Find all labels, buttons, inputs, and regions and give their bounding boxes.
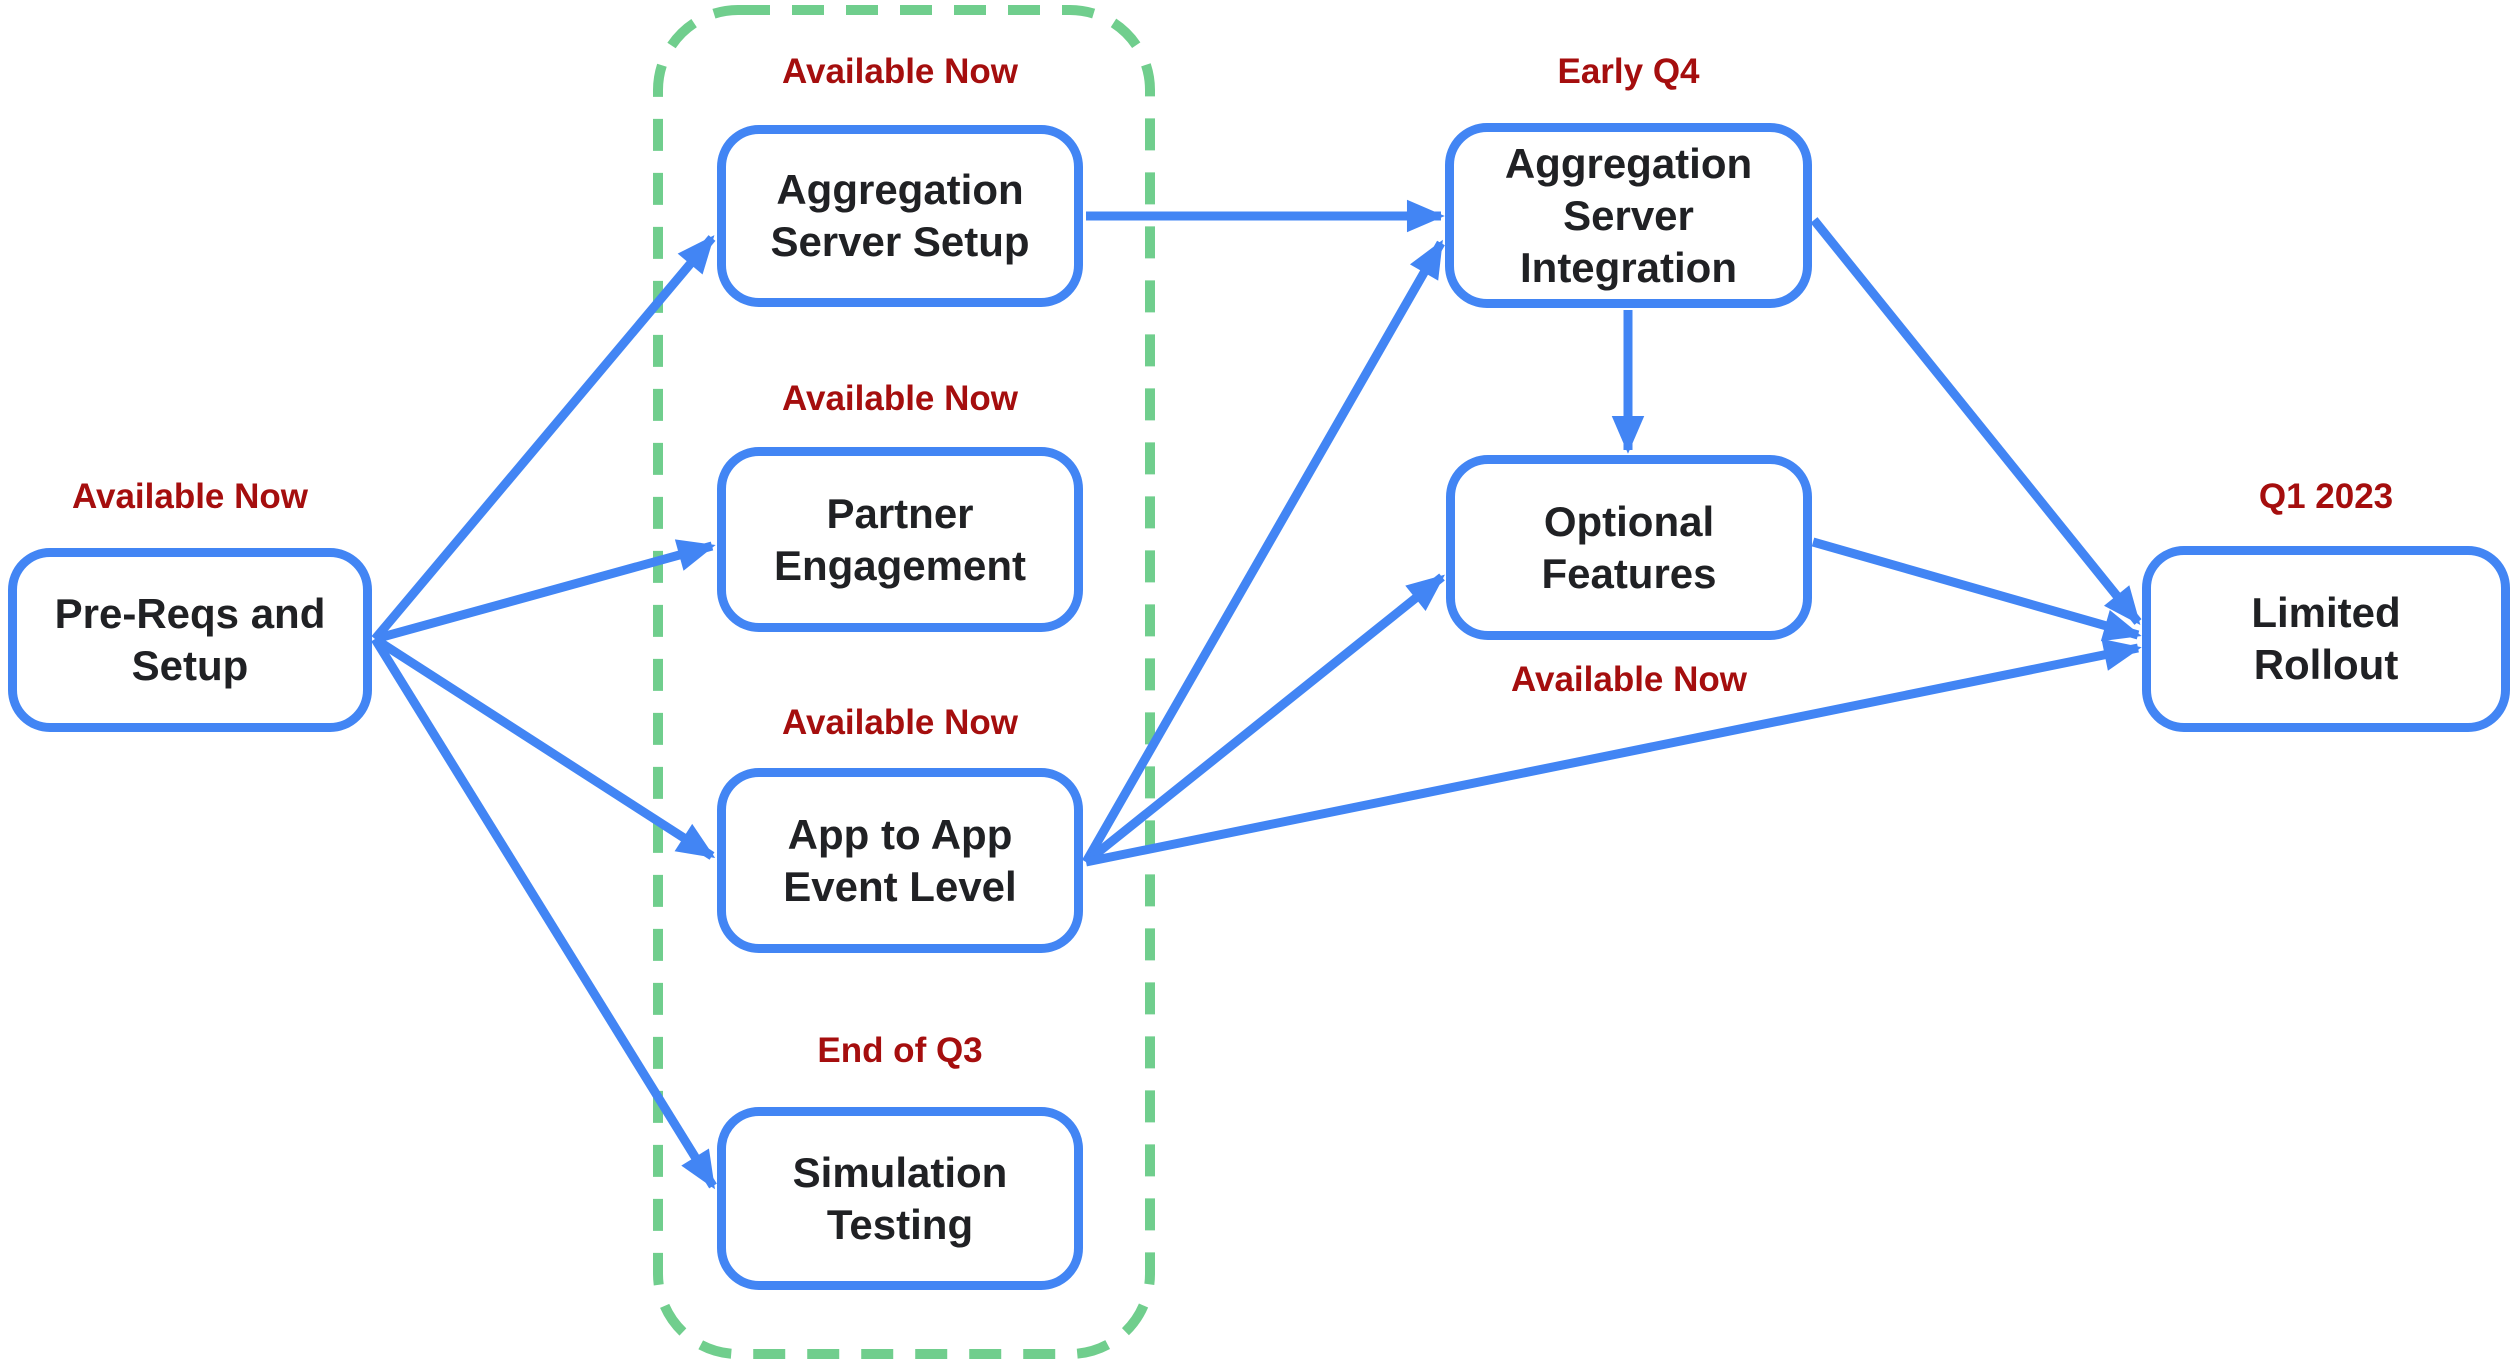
timeline-label-limited-rollout: Q1 2023 [2258, 477, 2394, 516]
node-aggregation-server-integration: Aggregation Server Integration [1445, 123, 1812, 308]
edge-app-to-app-to-optional-features [1083, 573, 1445, 866]
edge-prereqs-to-app-to-app [372, 635, 716, 860]
edge-prereqs-to-simulation-testing [371, 636, 717, 1190]
node-label: App to App Event Level [783, 810, 1017, 910]
node-aggregation-server-setup: Aggregation Server Setup [717, 125, 1083, 307]
node-limited-rollout: Limited Rollout [2142, 546, 2510, 732]
node-label: Optional Features [1541, 497, 1717, 597]
timeline-label-simulation-testing: End of Q3 [817, 1031, 983, 1070]
node-label: Simulation Testing [792, 1148, 1008, 1248]
node-app-to-app-event-level: App to App Event Level [717, 768, 1083, 953]
edge-integration-to-limited-rollout [1810, 217, 2142, 625]
node-simulation-testing: Simulation Testing [717, 1107, 1083, 1290]
timeline-label-integration: Early Q4 [1557, 52, 1700, 91]
edge-app-to-app-to-integration [1082, 239, 1445, 865]
timeline-label-app-to-app: Available Now [782, 703, 1018, 742]
node-pre-reqs-and-setup: Pre-Reqs and Setup [8, 548, 372, 732]
edge-optional-features-to-limited-rollout [1811, 537, 2142, 642]
node-label: Limited Rollout [2251, 589, 2401, 688]
timeline-label-aggregation-setup: Available Now [782, 52, 1018, 91]
edge-app-to-app-to-limited-rollout [1085, 638, 2142, 867]
edge-prereqs-to-aggregation-server-setup [371, 235, 716, 642]
timeline-label-pre-reqs: Available Now [72, 477, 308, 516]
edge-prereqs-to-partner-engagement [373, 539, 716, 644]
node-label: Aggregation Server Setup [770, 166, 1030, 265]
node-label: Pre-Reqs and Setup [54, 590, 326, 689]
phase-group-outline [653, 5, 1155, 1359]
node-optional-features: Optional Features [1446, 455, 1812, 640]
timeline-label-optional-features: Available Now [1511, 660, 1747, 699]
node-label: Aggregation Server Integration [1504, 139, 1753, 291]
timeline-label-partner-engagement: Available Now [782, 379, 1018, 418]
node-partner-engagement: Partner Engagement [717, 447, 1083, 632]
node-label: Partner Engagement [773, 489, 1027, 589]
